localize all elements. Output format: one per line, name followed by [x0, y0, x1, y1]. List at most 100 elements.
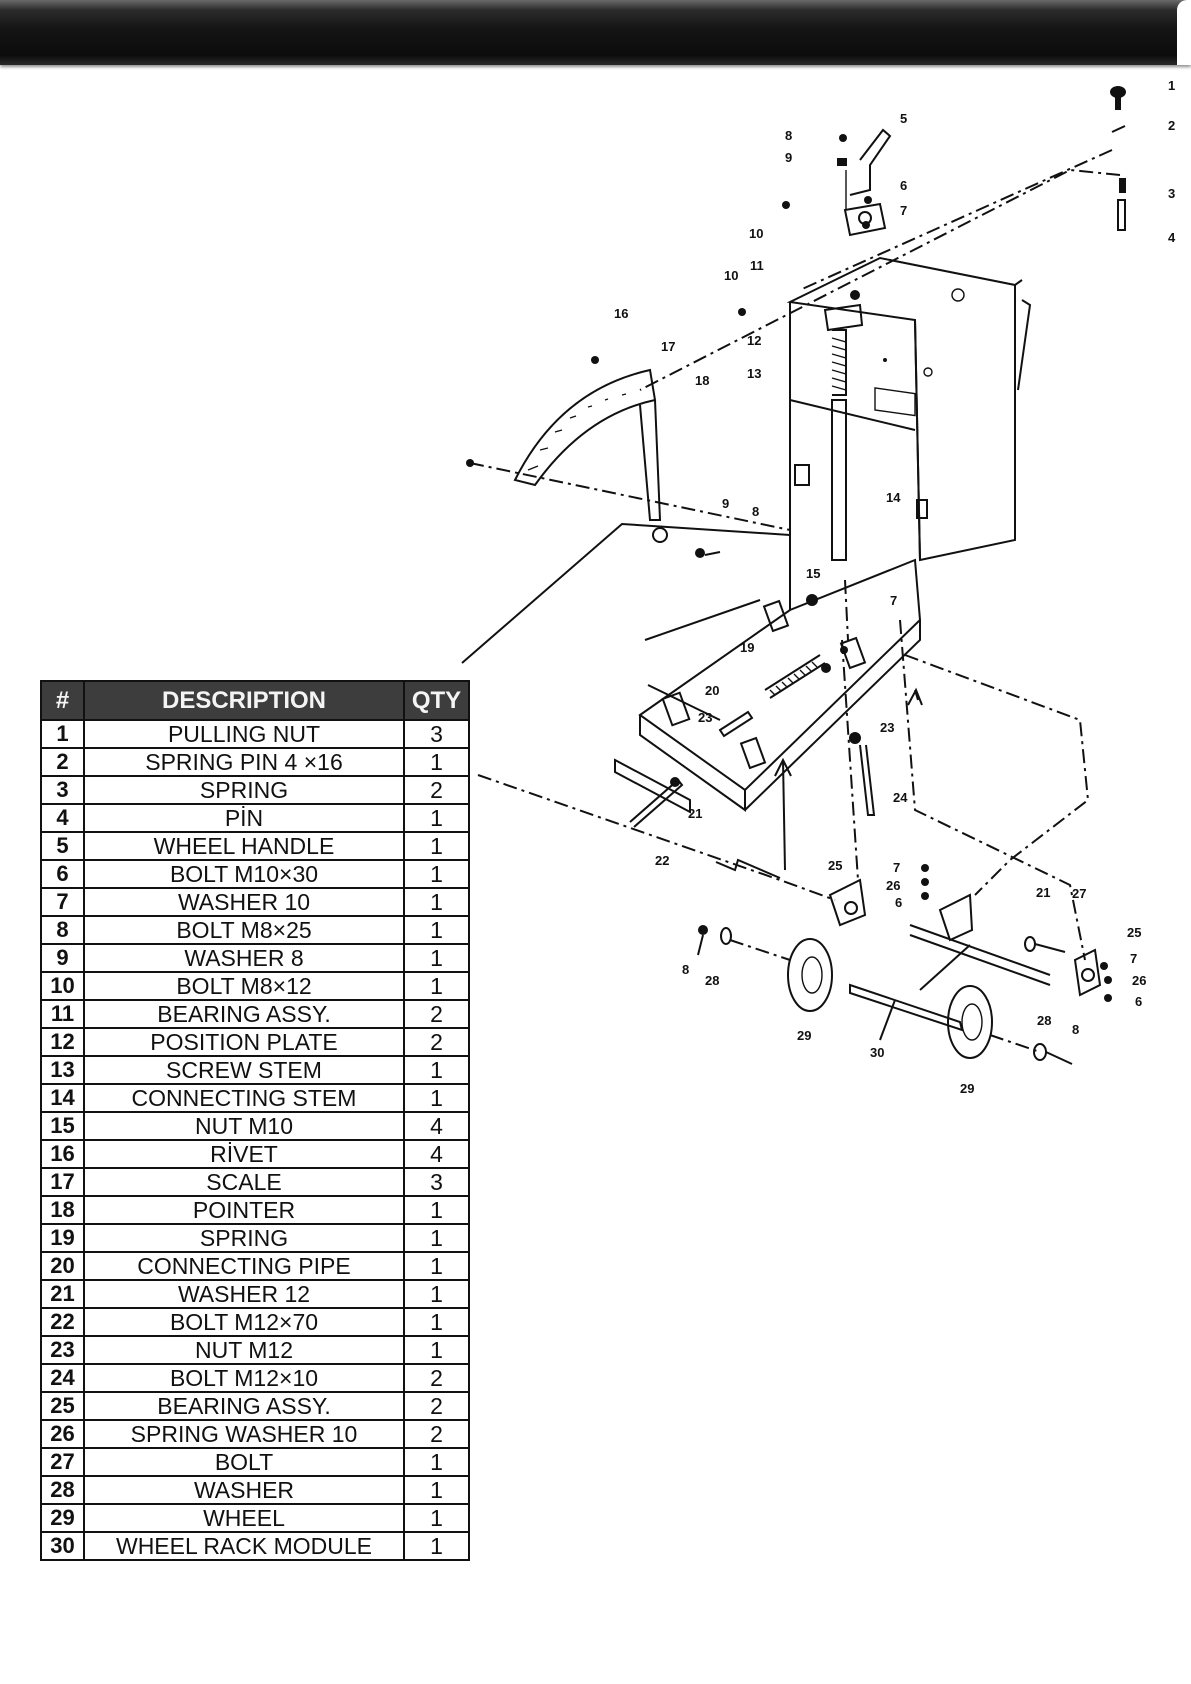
- row-number: 30: [40, 1531, 85, 1561]
- callout-label: 10: [724, 268, 738, 283]
- row-qty: 1: [403, 1223, 470, 1253]
- row-description: WHEEL HANDLE: [83, 831, 405, 861]
- callout-label: 7: [900, 203, 907, 218]
- header-corner: [1177, 0, 1191, 65]
- row-description: SPRING WASHER 10: [83, 1419, 405, 1449]
- row-description: BOLT M8×25: [83, 915, 405, 945]
- callout-label: 29: [960, 1081, 974, 1096]
- row-qty: 1: [403, 1195, 470, 1225]
- row-qty: 1: [403, 943, 470, 973]
- callout-label: 28: [705, 973, 719, 988]
- row-qty: 1: [403, 887, 470, 917]
- callout-label: 21: [688, 806, 702, 821]
- callout-label: 27: [1072, 886, 1086, 901]
- row-qty: 3: [403, 719, 470, 749]
- row-qty: 1: [403, 747, 470, 777]
- stems: [823, 290, 864, 561]
- callout-label: 17: [661, 339, 675, 354]
- row-number: 18: [40, 1195, 85, 1225]
- row-description: CONNECTING STEM: [83, 1083, 405, 1113]
- callout-label: 24: [893, 790, 908, 805]
- callout-label: 20: [705, 683, 719, 698]
- callout-label: 7: [890, 593, 897, 608]
- row-number: 19: [40, 1223, 85, 1253]
- base-frame: [614, 558, 922, 814]
- row-description: BOLT M12×70: [83, 1307, 405, 1337]
- housing: [786, 256, 1032, 610]
- row-qty: 2: [403, 1419, 470, 1449]
- row-number: 28: [40, 1475, 85, 1505]
- row-description: SCALE: [83, 1167, 405, 1197]
- row-qty: 1: [403, 1447, 470, 1477]
- callout-label: 2: [1168, 118, 1175, 133]
- row-number: 23: [40, 1335, 85, 1365]
- row-description: BEARING ASSY.: [83, 999, 405, 1029]
- scale-assembly: [466, 356, 721, 558]
- row-qty: 4: [403, 1139, 470, 1169]
- row-qty: 1: [403, 1503, 470, 1533]
- row-number: 4: [40, 803, 85, 833]
- row-qty: 2: [403, 999, 470, 1029]
- callout-label: 6: [900, 178, 907, 193]
- callout-label: 28: [1037, 1013, 1051, 1028]
- row-description: BOLT M10×30: [83, 859, 405, 889]
- row-number: 27: [40, 1447, 85, 1477]
- callout-label: 25: [1127, 925, 1141, 940]
- row-qty: 2: [403, 1391, 470, 1421]
- row-number: 1: [40, 719, 85, 749]
- callout-label: 30: [870, 1045, 884, 1060]
- callout-label: 8: [785, 128, 792, 143]
- wheel-handle: [738, 128, 892, 316]
- row-description: WHEEL RACK MODULE: [83, 1531, 405, 1561]
- callout-label: 7: [893, 860, 900, 875]
- row-number: 21: [40, 1279, 85, 1309]
- row-description: CONNECTING PIPE: [83, 1251, 405, 1281]
- callout-label: 4: [1168, 230, 1176, 245]
- callout-label: 3: [1168, 186, 1175, 201]
- row-qty: 1: [403, 1307, 470, 1337]
- row-qty: 2: [403, 1027, 470, 1057]
- table-header-row: # DESCRIPTION QTY: [40, 680, 470, 721]
- row-description: SPRING: [83, 1223, 405, 1253]
- row-qty: 2: [403, 1363, 470, 1393]
- callout-label: 11: [750, 258, 764, 273]
- row-description: POSITION PLATE: [83, 1027, 405, 1057]
- callout-label: 15: [806, 566, 820, 581]
- row-number: 25: [40, 1391, 85, 1421]
- row-number: 26: [40, 1419, 85, 1449]
- row-number: 16: [40, 1139, 85, 1169]
- column-header-number: #: [40, 680, 85, 721]
- row-number: 6: [40, 859, 85, 889]
- header-bar: [0, 0, 1191, 65]
- callout-label: 23: [698, 710, 712, 725]
- row-description: NUT M10: [83, 1111, 405, 1141]
- callout-label: 8: [752, 504, 759, 519]
- row-qty: 1: [403, 1335, 470, 1365]
- row-number: 20: [40, 1251, 85, 1281]
- callout-label: 16: [614, 306, 628, 321]
- callout-label: 25: [828, 858, 842, 873]
- row-description: RİVET: [83, 1139, 405, 1169]
- callout-label: 26: [886, 878, 900, 893]
- callout-label: 26: [1132, 973, 1146, 988]
- column-header-description: DESCRIPTION: [83, 680, 405, 721]
- row-qty: 4: [403, 1111, 470, 1141]
- row-number: 9: [40, 943, 85, 973]
